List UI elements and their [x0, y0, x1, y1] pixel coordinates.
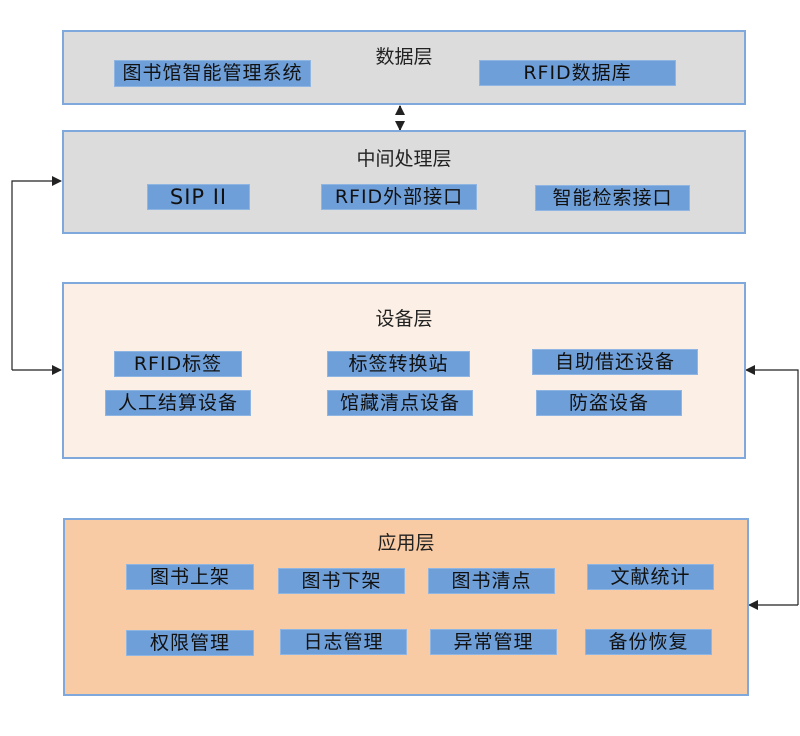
item-permission-management: 权限管理	[126, 630, 254, 656]
item-tag-conversion-station: 标签转换站	[327, 351, 470, 377]
application-layer-title: 应用层	[377, 532, 435, 554]
item-self-service-device: 自助借还设备	[532, 349, 698, 375]
item-sip2: SIP II	[147, 184, 250, 210]
item-anti-theft-device: 防盗设备	[536, 390, 682, 416]
item-book-inventory: 图书清点	[428, 568, 555, 594]
device-app-connector-top	[745, 365, 799, 605]
item-manual-checkout-device: 人工结算设备	[105, 390, 251, 416]
item-rfid-database: RFID数据库	[479, 60, 676, 86]
middle-device-connector-top	[11, 176, 62, 370]
item-rfid-external-interface: RFID外部接口	[321, 184, 477, 210]
middle-layer: 中间处理层	[62, 130, 746, 234]
application-layer: 应用层	[63, 518, 749, 696]
item-inventory-device: 馆藏清点设备	[327, 390, 473, 416]
item-backup-restore: 备份恢复	[585, 629, 712, 655]
data-layer-title: 数据层	[375, 46, 433, 68]
item-book-shelving: 图书上架	[126, 564, 254, 590]
item-log-management: 日志管理	[280, 629, 407, 655]
item-exception-management: 异常管理	[430, 629, 557, 655]
item-rfid-tag: RFID标签	[114, 351, 242, 377]
item-smart-search-interface: 智能检索接口	[535, 185, 690, 211]
device-layer-title: 设备层	[375, 308, 433, 330]
item-library-system: 图书馆智能管理系统	[114, 60, 311, 87]
item-document-statistics: 文献统计	[587, 564, 714, 590]
item-book-removal: 图书下架	[278, 568, 405, 594]
middle-layer-title: 中间处理层	[356, 148, 452, 170]
